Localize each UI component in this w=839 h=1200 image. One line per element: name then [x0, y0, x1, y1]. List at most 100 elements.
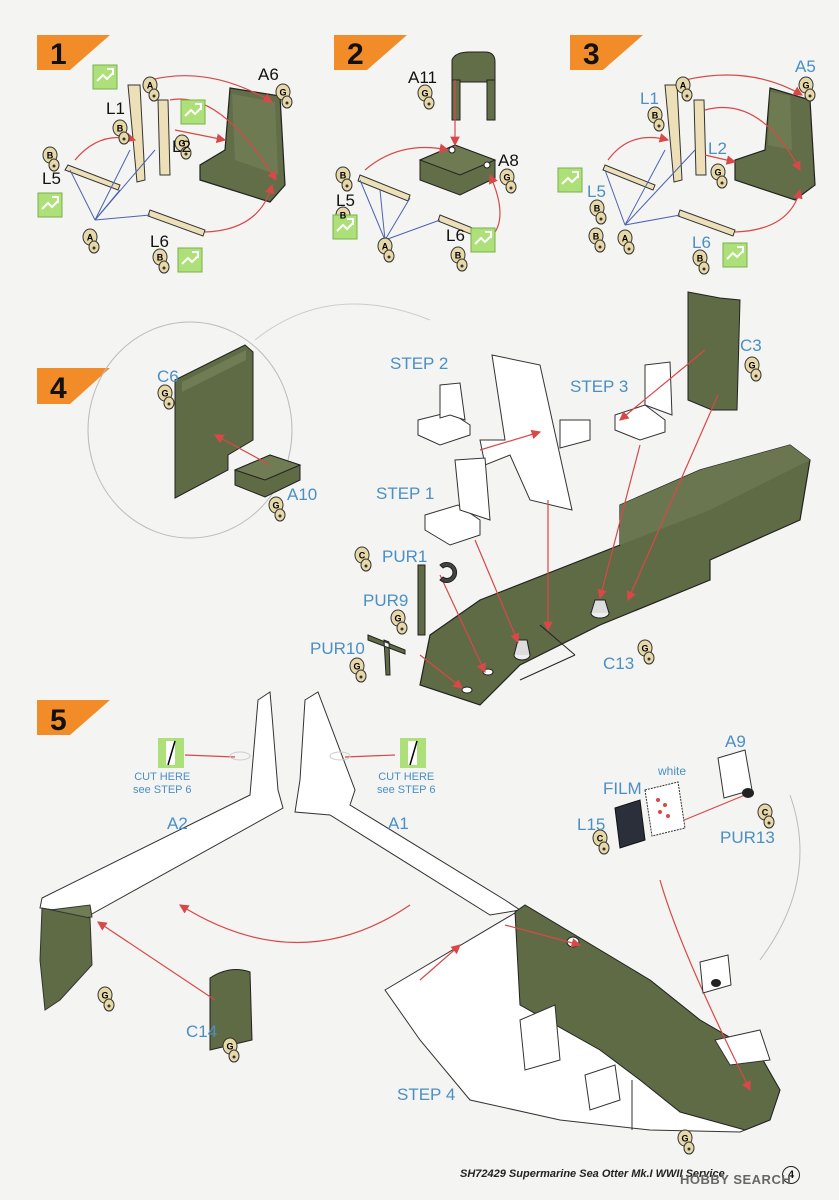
label-a11: A11: [408, 68, 437, 87]
sprue-badge-letter: G: [394, 614, 401, 624]
label-film: FILM: [603, 779, 642, 798]
step-3-number: 3: [583, 38, 600, 71]
part-a10: [233, 454, 302, 498]
step-2-cushion: [418, 144, 497, 196]
sprue-badge-letter: B: [697, 254, 704, 264]
sprue-badge-letter: G: [503, 173, 510, 183]
step-1-seat: [199, 87, 286, 203]
label-a10: A10: [287, 485, 318, 504]
label-c3: C3: [740, 336, 762, 355]
part-c14: [209, 969, 253, 1051]
sprue-badge-letter: B: [117, 124, 124, 134]
label-cut-here-left: CUT HERE see STEP 6: [133, 771, 192, 796]
label-pur10: PUR10: [310, 639, 365, 658]
sprue-badge-letter: G: [714, 168, 721, 178]
white-bulkhead: [479, 354, 591, 511]
seat-step2: [417, 382, 471, 446]
step-2-headrest: [451, 51, 496, 121]
fuselage-half-a1: [294, 691, 522, 916]
sprue-badge-letter: G: [272, 501, 279, 511]
cut-icon-left: [158, 738, 184, 768]
assembled-panel: [699, 954, 732, 994]
step-1-belts: [64, 84, 206, 237]
label-step4: STEP 4: [397, 1085, 456, 1104]
step-1-arrows: [74, 75, 277, 233]
detail-circle: [87, 321, 293, 539]
pur1: [439, 562, 458, 583]
label-l5: L5: [42, 169, 61, 188]
a2-inner-paint: [39, 907, 93, 1011]
label-l6: L6: [692, 233, 711, 252]
seat-step1: [424, 457, 491, 546]
step-1-leaders: [69, 149, 156, 221]
sprue-badge-letter: A: [87, 233, 94, 243]
sprue-badge-letter: G: [421, 89, 428, 99]
sprue-badge-letter: G: [226, 1042, 233, 1052]
sprue-badge-letter: B: [593, 232, 600, 242]
step-3-seat: [734, 87, 816, 201]
sprue-badge-letter: B: [455, 251, 462, 261]
sprue-badge-letter: C: [762, 808, 769, 818]
pur13: [742, 788, 754, 798]
label-l5: L5: [587, 182, 606, 201]
sprue-badge-letter: G: [161, 389, 168, 399]
label-a1: A1: [388, 814, 409, 833]
sprue-badge-letter: C: [359, 551, 366, 561]
sprue-badge-letter: G: [353, 662, 360, 672]
label-white: white: [658, 764, 687, 778]
pur9: [417, 564, 426, 636]
label-a6: A6: [258, 65, 279, 84]
footer-caption: SH72429 Supermarine Sea Otter Mk.I WWII …: [460, 1168, 725, 1180]
step-1-number: 1: [50, 38, 67, 71]
sprue-badge-letter: A: [622, 234, 629, 244]
label-step2: STEP 2: [390, 354, 449, 373]
sprue-badge-letter: G: [279, 88, 286, 98]
label-c13: C13: [603, 654, 635, 673]
sprue-badge-letter: C: [597, 834, 604, 844]
step-3-belts: [602, 84, 736, 237]
cut-icon-right: [400, 738, 426, 768]
sprue-badge-letter: A: [147, 81, 154, 91]
step-2-tab: [334, 35, 407, 70]
step-5-number: 5: [50, 704, 67, 737]
sprue-badge-letter: G: [748, 361, 755, 371]
step-5-tab: [37, 700, 110, 735]
label-c14: C14: [186, 1022, 218, 1041]
sprue-badge-letter: B: [594, 204, 601, 214]
decal-l15: [614, 799, 646, 849]
label-a5: A5: [795, 57, 816, 76]
bulkhead-c6: [174, 344, 254, 499]
label-a8: A8: [498, 151, 519, 170]
label-a2: A2: [167, 814, 188, 833]
sprue-badge-letter: B: [157, 253, 164, 263]
sprue-badge-letter: B: [340, 211, 347, 221]
wall-c3: [687, 291, 741, 411]
sprue-badge-letter: B: [47, 151, 54, 161]
step-1-tab: [37, 35, 110, 70]
label-l5: L5: [336, 191, 355, 210]
sprue-badge-letter: G: [681, 1134, 688, 1144]
label-c6: C6: [157, 367, 179, 386]
step-3-tab: [570, 35, 643, 70]
label-step3: STEP 3: [570, 377, 629, 396]
label-l2: L2: [172, 137, 191, 156]
step-4-tab: [37, 368, 110, 404]
sprue-badge-letter: A: [382, 242, 389, 252]
sprue-badge-letter: G: [101, 991, 108, 1001]
page-number: 4: [782, 1166, 800, 1184]
label-l1: L1: [106, 99, 125, 118]
label-cut-here-right: CUT HERE see STEP 6: [377, 771, 436, 796]
label-l15: L15: [577, 815, 606, 834]
sprue-badge-letter: B: [340, 171, 347, 181]
pur10: [367, 634, 406, 676]
sprue-badge-letter: A: [680, 81, 687, 91]
sprue-badge-letter: B: [652, 111, 659, 121]
label-step1: STEP 1: [376, 484, 435, 503]
label-l6: L6: [150, 232, 169, 251]
label-l6: L6: [446, 226, 465, 245]
step-2-number: 2: [347, 38, 364, 71]
step-4-number: 4: [50, 372, 67, 405]
sprue-badge-letter: G: [802, 81, 809, 91]
film-panel: [644, 781, 686, 837]
